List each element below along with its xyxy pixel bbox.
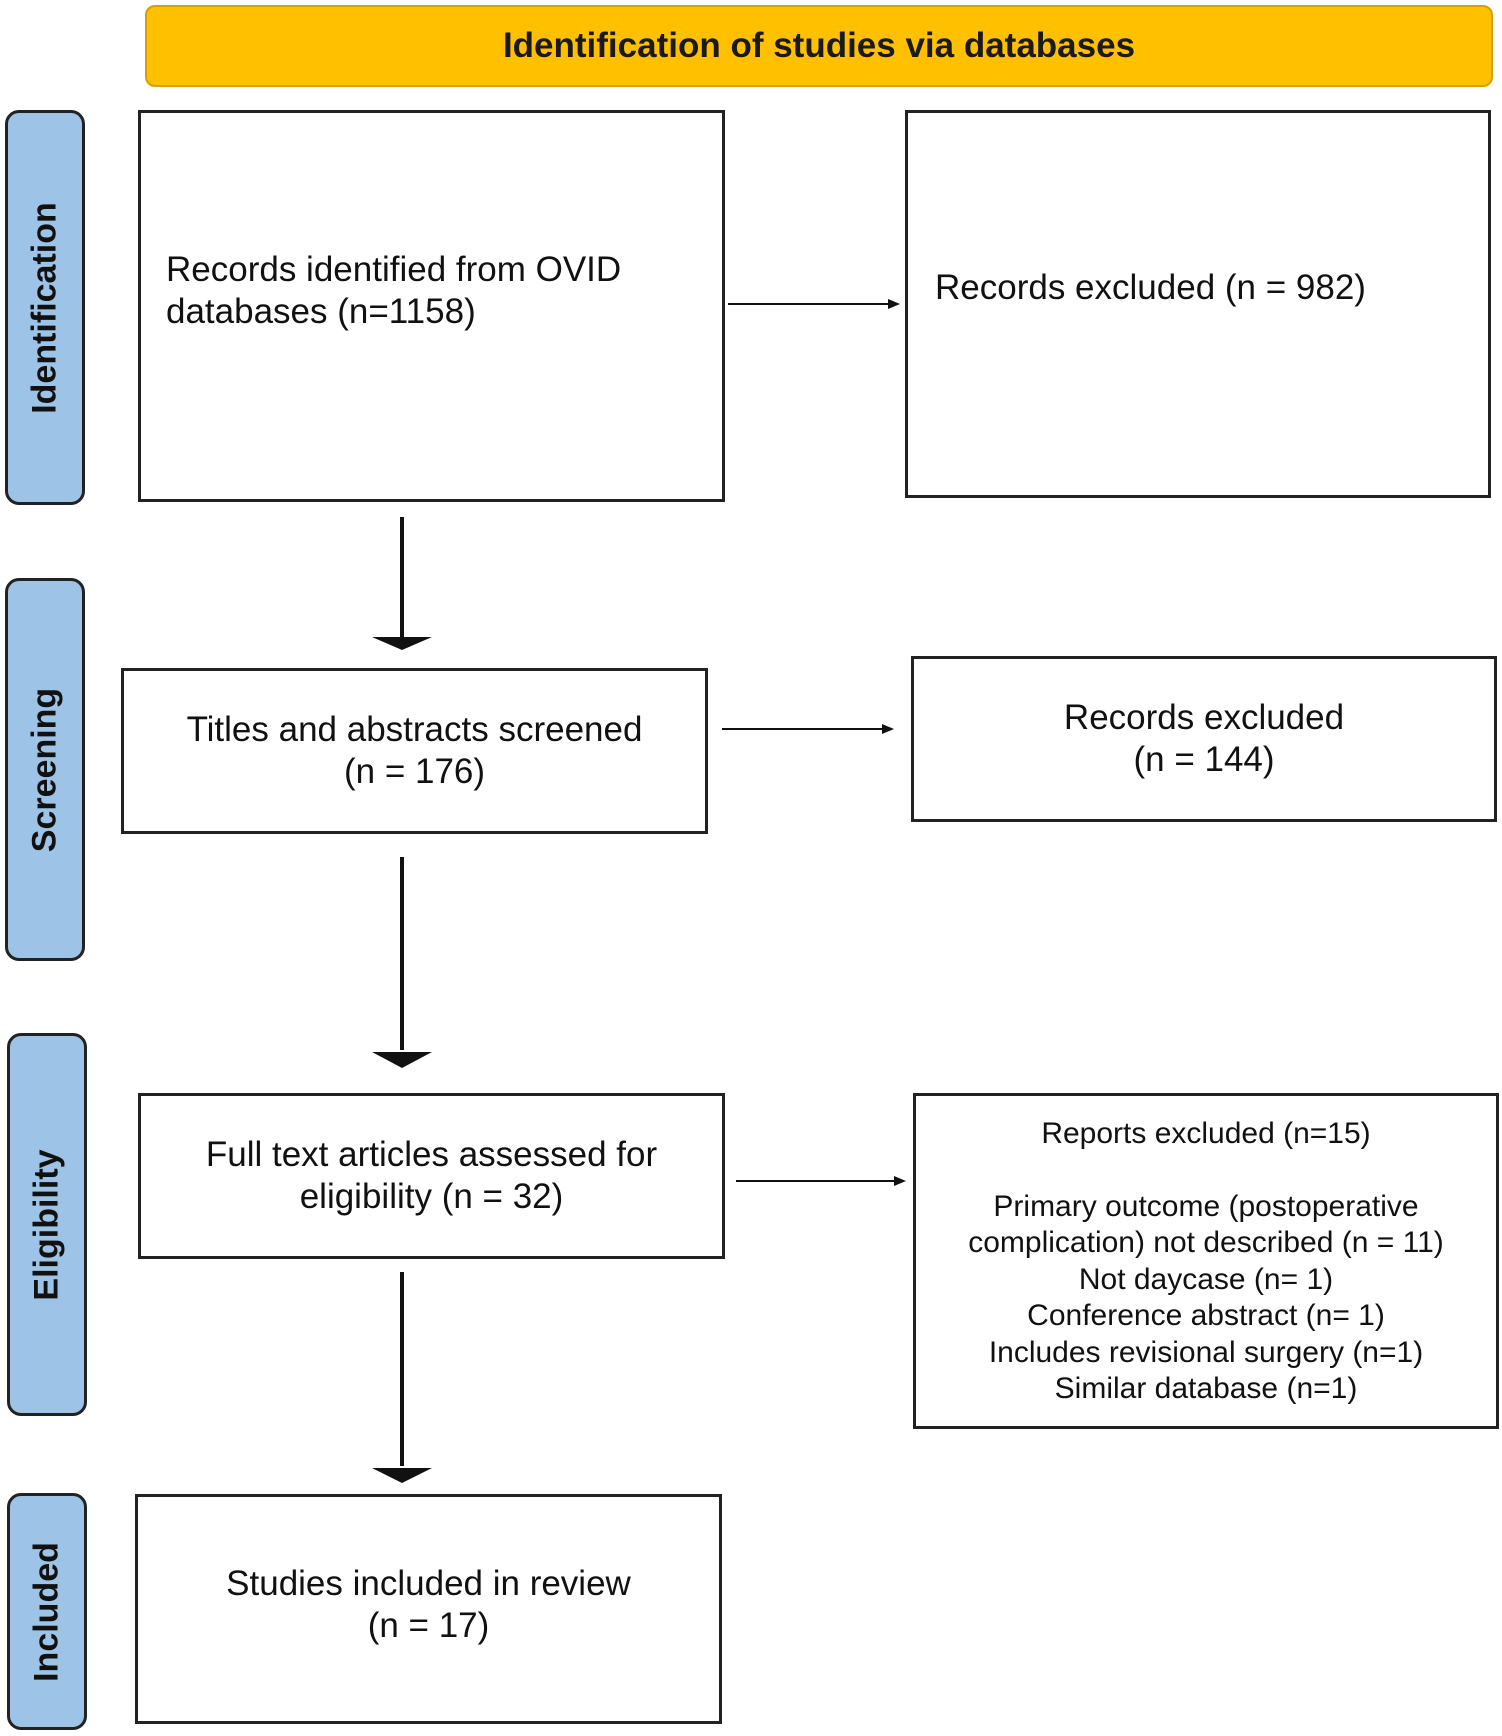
arrow-right-eligibility-excluded (736, 1176, 906, 1186)
full-text-assessed-line1: Full text articles assessed for (205, 1135, 658, 1174)
records-excluded-screening-box: Records excluded (n = 144) (911, 656, 1497, 822)
arrow-right-identification-excluded (728, 299, 900, 309)
records-identified-box: Records identified from OVID databases (… (138, 110, 725, 502)
reason-line: Not daycase (n= 1) (1078, 1262, 1334, 1296)
phase-included: Included (7, 1493, 87, 1730)
reason-line: Includes revisional surgery (n=1) (988, 1335, 1424, 1369)
header-banner: Identification of studies via databases (145, 5, 1493, 87)
phase-screening: Screening (5, 578, 85, 961)
studies-included-box: Studies included in review (n = 17) (135, 1494, 722, 1724)
reports-excluded-title: Reports excluded (n=15) (1041, 1117, 1371, 1150)
titles-abstracts-screened-box: Titles and abstracts screened (n = 176) (121, 668, 708, 834)
titles-abstracts-screened-line1: Titles and abstracts screened (186, 710, 643, 749)
reason-line: complication) not described (n = 11) (968, 1226, 1444, 1259)
records-excluded-identification-text: Records excluded (n = 982) (935, 268, 1366, 307)
reports-excluded-box: Reports excluded (n=15) Primary outcome … (913, 1093, 1499, 1429)
full-text-assessed-line2: eligibility (n = 32) (299, 1177, 564, 1216)
records-excluded-screening-line2: (n = 144) (1133, 740, 1275, 779)
arrow-down-identification-to-screening (372, 517, 432, 650)
phase-identification: Identification (5, 110, 85, 505)
arrow-right-screening-excluded (722, 724, 894, 734)
header-title: Identification of studies via databases (502, 26, 1136, 65)
titles-abstracts-screened-line2: (n = 176) (343, 752, 486, 791)
records-excluded-screening-line1: Records excluded (1063, 698, 1345, 737)
arrow-down-screening-to-eligibility (372, 857, 432, 1068)
reason-line: Similar database (n=1) (1054, 1372, 1358, 1405)
reason-line: Conference abstract (n= 1) (1027, 1299, 1385, 1332)
full-text-assessed-box: Full text articles assessed for eligibil… (138, 1093, 725, 1259)
phase-eligibility: Eligibility (7, 1033, 87, 1416)
records-identified-line1: Records identified from OVID (166, 250, 622, 289)
arrow-down-eligibility-to-included (372, 1272, 432, 1483)
reason-line: Primary outcome (postoperative (993, 1189, 1419, 1223)
studies-included-line2: (n = 17) (367, 1606, 490, 1645)
records-identified-line2: databases (n=1158) (166, 292, 476, 331)
records-excluded-identification-box: Records excluded (n = 982) (905, 110, 1491, 498)
studies-included-line1: Studies included in review (226, 1564, 631, 1603)
